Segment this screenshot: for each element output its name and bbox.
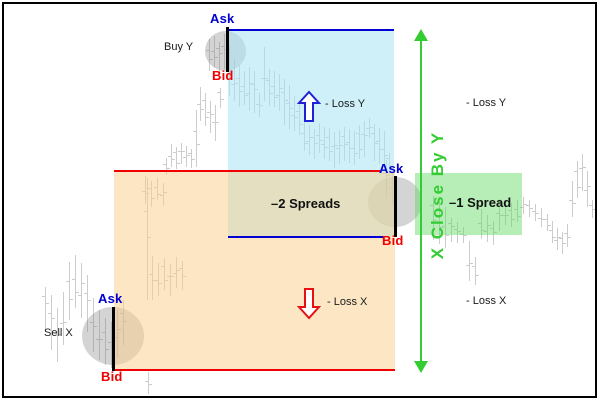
minus-1-spread-label: –1 Spread: [449, 195, 512, 210]
close-axis-label: X Close By Y: [428, 130, 447, 260]
loss-y-arrow-label: - Loss Y: [325, 98, 366, 110]
price-bar: [211, 36, 218, 67]
sell-x-label: Sell X: [44, 327, 73, 339]
price-bar: [48, 295, 55, 350]
price-bar: [436, 201, 443, 244]
price-bar: [520, 197, 527, 214]
price-bar: [54, 308, 61, 362]
price-bar: [496, 199, 503, 231]
price-bar: [78, 263, 85, 318]
price-bar: [569, 181, 576, 217]
price-bar: [484, 215, 491, 242]
price-bar: [526, 200, 533, 217]
buy-y-ask-line: [228, 29, 394, 31]
close-ask-line: [114, 170, 380, 172]
price-bar: [90, 298, 97, 352]
price-bar: [532, 204, 539, 221]
price-bar: [163, 158, 170, 175]
price-bar: [202, 93, 209, 126]
price-bar: [212, 105, 219, 141]
close-axis-arrowhead-up-icon: [414, 29, 428, 41]
price-bar: [502, 201, 509, 225]
price-bar: [490, 221, 497, 245]
buy-y-ask-label: Ask: [210, 11, 235, 26]
sell-x-ask-label: Ask: [98, 291, 123, 306]
price-bar: [168, 144, 175, 167]
price-bar: [549, 221, 556, 243]
close-by-zone: [415, 173, 522, 235]
loss-x-zone: [114, 172, 395, 369]
price-bar: [430, 196, 437, 240]
price-bar: [145, 372, 152, 394]
price-bar: [508, 203, 515, 227]
price-bar: [206, 39, 213, 71]
price-bar: [544, 214, 551, 231]
close-bid-label: Bid: [382, 233, 404, 248]
buy-y-bid-label: Bid: [212, 68, 234, 83]
price-bar: [554, 228, 561, 250]
price-bar: [84, 275, 91, 332]
close-bid-line: [228, 236, 383, 238]
price-bar: [538, 208, 545, 227]
price-bar: [217, 88, 224, 108]
price-bar: [96, 310, 103, 360]
price-bar: [188, 149, 195, 168]
price-bar: [102, 318, 109, 365]
loss-y-up-arrow-icon: [297, 90, 321, 122]
price-bar: [178, 143, 185, 164]
price-bar: [66, 262, 73, 320]
price-bar: [454, 222, 461, 243]
sell-x-spread-line: [112, 307, 115, 371]
price-bar: [197, 87, 204, 121]
buy-y-label: Buy Y: [164, 41, 194, 53]
price-bar: [478, 209, 485, 239]
price-bar: [72, 255, 79, 308]
price-bar: [472, 257, 479, 285]
price-bar: [584, 171, 591, 207]
loss-x-arrow-label: - Loss X: [327, 296, 368, 308]
loss-y-right-label: - Loss Y: [466, 97, 507, 109]
price-bar: [514, 200, 521, 222]
sell-x-bid-line: [114, 369, 395, 371]
sell-x-bid-label: Bid: [101, 369, 123, 384]
price-bar: [579, 154, 586, 191]
loss-x-down-arrow-icon: [297, 288, 321, 320]
price-bar: [193, 110, 200, 167]
price-bar: [216, 42, 223, 73]
price-bar: [589, 200, 596, 218]
close-spread-line: [394, 176, 397, 237]
close-axis-arrow-line: [420, 36, 422, 366]
price-bar: [42, 287, 49, 332]
minus-2-spreads-label: –2 Spreads: [271, 196, 341, 211]
price-bar: [207, 101, 214, 133]
price-bar: [448, 218, 455, 242]
price-bar: [183, 146, 190, 167]
price-bar: [173, 147, 180, 169]
price-bar: [574, 161, 581, 198]
buy-y-spread-line: [226, 27, 229, 72]
price-bar: [442, 207, 449, 248]
price-bar: [460, 227, 467, 243]
close-axis-arrowhead-down-icon: [414, 361, 428, 373]
close-ask-label: Ask: [379, 161, 404, 176]
loss-x-right-label: - Loss X: [466, 295, 507, 307]
price-bar: [564, 224, 571, 247]
price-bar: [559, 232, 566, 254]
price-bar: [466, 241, 473, 281]
price-bar: [60, 292, 67, 345]
